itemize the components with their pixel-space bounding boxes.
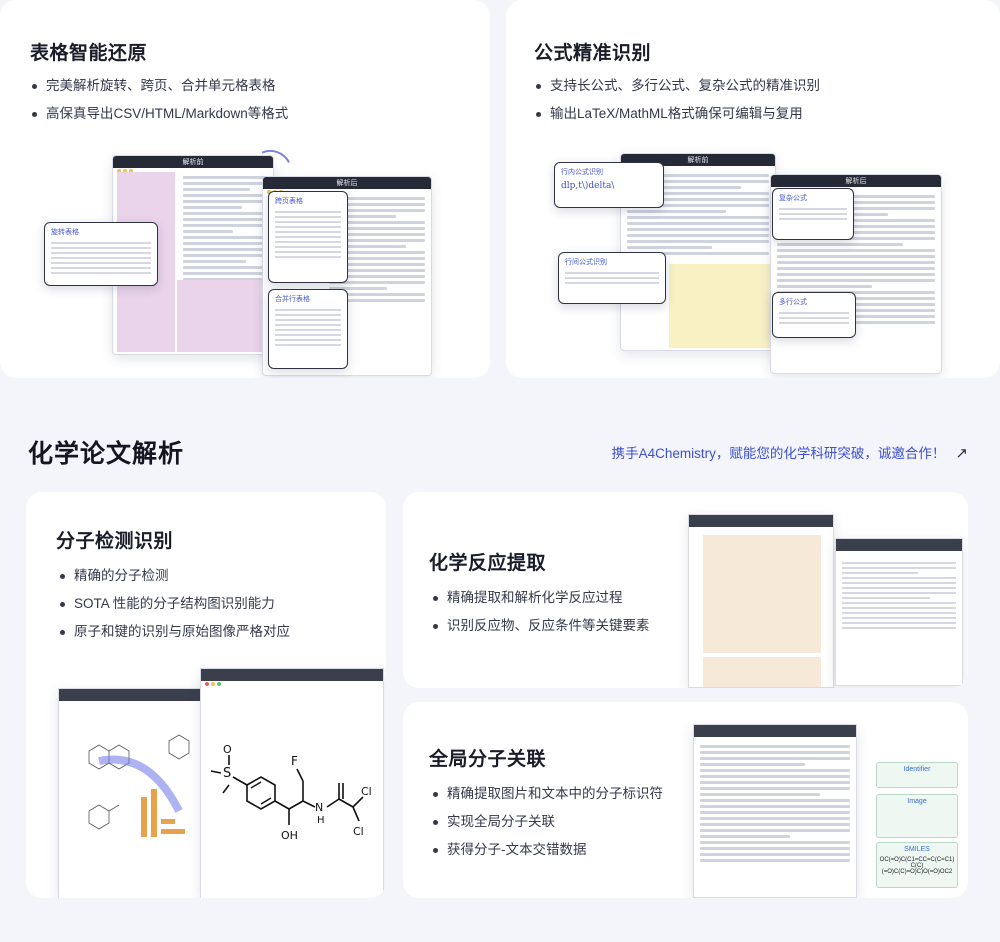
atom-label: S <box>223 766 231 781</box>
molecule-detection-bullets: 精确的分子检测 SOTA 性能的分子结构图识别能力 原子和键的识别与原始图像严格… <box>58 562 290 646</box>
callout-label: 跨页表格 <box>275 198 303 205</box>
arrow-up-right-icon: ↗ <box>955 445 968 462</box>
callout-label: 复杂公式 <box>779 195 807 202</box>
multi-line-formula-callout: 多行公式 <box>772 292 856 338</box>
global-molecule-bullets: 精确提取图片和文本中的分子标识符 实现全局分子关联 获得分子-文本交错数据 <box>431 780 663 864</box>
molecule-structure: S O F OH N H Cl Cl <box>210 743 372 842</box>
bullet: 原子和键的识别与原始图像严格对应 <box>58 618 290 646</box>
bullet: 完美解析旋转、跨页、合并单元格表格 <box>30 72 288 100</box>
identifier-pill: Identifier <box>876 762 958 788</box>
callout-label: 多行公式 <box>779 299 807 306</box>
atom-label: OH <box>281 829 298 842</box>
atom-label: H <box>317 815 325 826</box>
cross-page-table-callout: 跨页表格 <box>268 191 348 283</box>
callout-label: 旋转表格 <box>51 229 79 236</box>
smiles-pill: SMILES OC(=O)C(C1=CC=C(C=C1) C(C)(=O)C(C… <box>876 842 958 888</box>
bullet: 精确提取和解析化学反应过程 <box>431 584 650 612</box>
atom-label: Cl <box>353 825 364 838</box>
merged-table-callout: 合并行表格 <box>268 289 348 369</box>
bullet: 精确的分子检测 <box>58 562 290 590</box>
callout-label: 行内公式识别 <box>561 169 603 176</box>
table-before-window: 解析前 <box>112 155 274 355</box>
bullet: 精确提取图片和文本中的分子标识符 <box>431 780 663 808</box>
molecule-detection-title: 分子检测识别 <box>56 531 174 552</box>
global-molecule-card: 全局分子关联 精确提取图片和文本中的分子标识符 实现全局分子关联 获得分子-文本… <box>403 702 968 898</box>
table-restore-title: 表格智能还原 <box>30 43 148 64</box>
inline-formula-callout: 行内公式识别 dlp,t\)delta\ <box>554 162 664 208</box>
bullet: 输出LaTeX/MathML格式确保可编辑与复用 <box>534 100 820 128</box>
global-document-window <box>693 724 857 898</box>
molecule-document-window <box>58 688 208 898</box>
reaction-extraction-card: 化学反应提取 精确提取和解析化学反应过程 识别反应物、反应条件等关键要素 <box>403 492 968 688</box>
atom-label: O <box>223 743 232 756</box>
smiles-text: C(C)(=O)C(C)=O)C)O(=O)OC2 <box>881 863 953 875</box>
window-label: 解析后 <box>336 180 358 187</box>
bullet: 实现全局分子关联 <box>431 808 663 836</box>
formula-recognition-bullets: 支持长公式、多行公式、复杂公式的精准识别 输出LaTeX/MathML格式确保可… <box>534 72 820 128</box>
smiles-label: SMILES <box>904 846 930 853</box>
molecule-result-window: S O F OH N H Cl Cl <box>200 668 384 898</box>
window-label: 解析前 <box>182 159 204 166</box>
partner-link-text: 携手A4Chemistry，赋能您的化学科研突破，诚邀合作！ <box>611 446 946 461</box>
formula-recognition-title: 公式精准识别 <box>534 43 652 64</box>
bullet: 支持长公式、多行公式、复杂公式的精准识别 <box>534 72 820 100</box>
atom-label: Cl <box>361 785 372 798</box>
molecule-detection-card: 分子检测识别 精确的分子检测 SOTA 性能的分子结构图识别能力 原子和键的识别… <box>26 492 386 898</box>
section-title: 化学论文解析 <box>28 440 185 468</box>
window-label: 解析前 <box>687 157 709 164</box>
bullet: 高保真导出CSV/HTML/Markdown等格式 <box>30 100 288 128</box>
atom-label: F <box>291 754 298 768</box>
bullet: SOTA 性能的分子结构图识别能力 <box>58 590 290 618</box>
inline-formula-text: dlp,t\)delta\ <box>561 181 615 191</box>
smiles-text: OC(=O)C(C1=CC=C(C=C1) <box>879 857 955 863</box>
global-molecule-title: 全局分子关联 <box>429 749 547 770</box>
table-restore-bullets: 完美解析旋转、跨页、合并单元格表格 高保真导出CSV/HTML/Markdown… <box>30 72 288 128</box>
reaction-extraction-title: 化学反应提取 <box>429 553 547 574</box>
window-label: 解析后 <box>845 178 867 185</box>
reaction-extraction-bullets: 精确提取和解析化学反应过程 识别反应物、反应条件等关键要素 <box>431 584 650 640</box>
reaction-document-window <box>688 514 834 688</box>
callout-label: 行间公式识别 <box>565 259 607 266</box>
bullet: 获得分子-文本交错数据 <box>431 836 663 864</box>
block-formula-callout: 行间公式识别 <box>558 252 666 304</box>
image-pill: Image <box>876 794 958 838</box>
atom-label: N <box>315 801 323 814</box>
partner-link[interactable]: 携手A4Chemistry，赋能您的化学科研突破，诚邀合作！ ↗ <box>612 442 968 462</box>
complex-formula-callout: 复杂公式 <box>772 188 854 240</box>
table-restore-card: 表格智能还原 完美解析旋转、跨页、合并单元格表格 高保真导出CSV/HTML/M… <box>0 0 490 378</box>
bullet: 识别反应物、反应条件等关键要素 <box>431 612 650 640</box>
callout-label: 合并行表格 <box>275 296 310 303</box>
reaction-result-window <box>835 538 963 686</box>
rotated-table-callout: 旋转表格 <box>44 222 158 286</box>
formula-recognition-card: 公式精准识别 支持长公式、多行公式、复杂公式的精准识别 输出LaTeX/Math… <box>506 0 1000 378</box>
